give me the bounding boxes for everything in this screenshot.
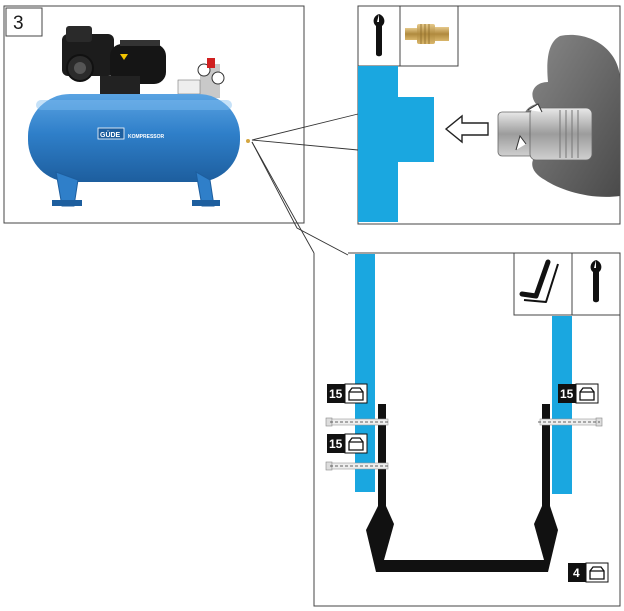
arrow-left-icon xyxy=(444,114,489,144)
box-open-icon xyxy=(344,383,368,404)
brand-logo: GÜDE xyxy=(100,130,121,139)
compressor-panel: 3 GÜDE KOMPRESSOR xyxy=(3,5,305,224)
mounting-bracket xyxy=(366,404,558,572)
svg-text:4: 4 xyxy=(573,566,580,580)
figure-number: 3 xyxy=(13,13,24,34)
svg-text:15: 15 xyxy=(329,387,343,401)
screw-icon xyxy=(325,417,390,427)
hand-with-coupling xyxy=(497,34,620,197)
wrench-icon xyxy=(590,260,602,303)
bracket-panel: 15 15 15 4 xyxy=(313,252,621,607)
svg-text:15: 15 xyxy=(329,437,343,451)
wrench-icon xyxy=(373,14,385,57)
hex-key-icon xyxy=(519,259,559,303)
figure-number-box xyxy=(5,7,43,37)
model-label: KOMPRESSOR xyxy=(128,134,165,140)
box-open-icon xyxy=(575,383,599,404)
coupling-panel xyxy=(357,5,621,225)
part-badge: 4 xyxy=(568,562,609,583)
part-badge: 15 xyxy=(327,433,368,454)
svg-text:15: 15 xyxy=(560,387,574,401)
callout-lines xyxy=(251,113,359,256)
compressor-image: GÜDE KOMPRESSOR xyxy=(28,26,250,207)
brass-coupling-icon xyxy=(405,24,449,44)
part-badge: 15 xyxy=(327,383,368,404)
pipe-right xyxy=(552,316,572,494)
box-open-icon xyxy=(585,562,609,583)
pipe-left xyxy=(355,254,375,492)
screw-icon xyxy=(325,461,390,471)
pipe-tee-fitting xyxy=(358,66,434,222)
part-badge: 15 xyxy=(558,383,599,404)
screw-icon xyxy=(538,417,603,427)
box-open-icon xyxy=(344,433,368,454)
